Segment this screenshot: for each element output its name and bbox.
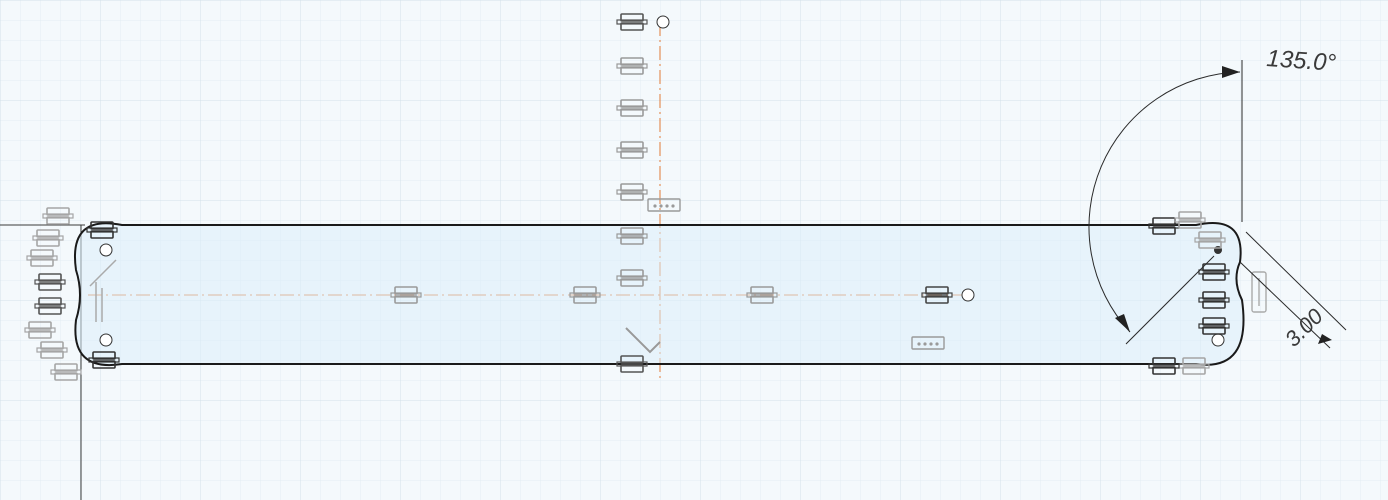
sketch-point-icon[interactable] bbox=[99, 333, 113, 347]
angle-arrow bbox=[1115, 314, 1130, 332]
sketch-point-icon[interactable] bbox=[1211, 333, 1225, 347]
sketch-point-icon[interactable] bbox=[99, 243, 113, 257]
angle-arc[interactable] bbox=[1088, 71, 1241, 333]
tangent-constraint-icon[interactable] bbox=[89, 259, 661, 354]
angle-arrow bbox=[1222, 66, 1240, 78]
angle-leader-line bbox=[1125, 255, 1215, 345]
width-extension-line bbox=[1245, 231, 1347, 331]
sketch-point-icon[interactable] bbox=[656, 15, 670, 29]
parallel-constraint-icon[interactable] bbox=[1251, 271, 1267, 313]
width-arrow bbox=[1318, 334, 1332, 344]
angle-dimension-label[interactable]: 135.0° bbox=[1266, 45, 1338, 77]
width-extension-line bbox=[1239, 261, 1331, 349]
sketch-point-icon[interactable] bbox=[961, 288, 975, 302]
